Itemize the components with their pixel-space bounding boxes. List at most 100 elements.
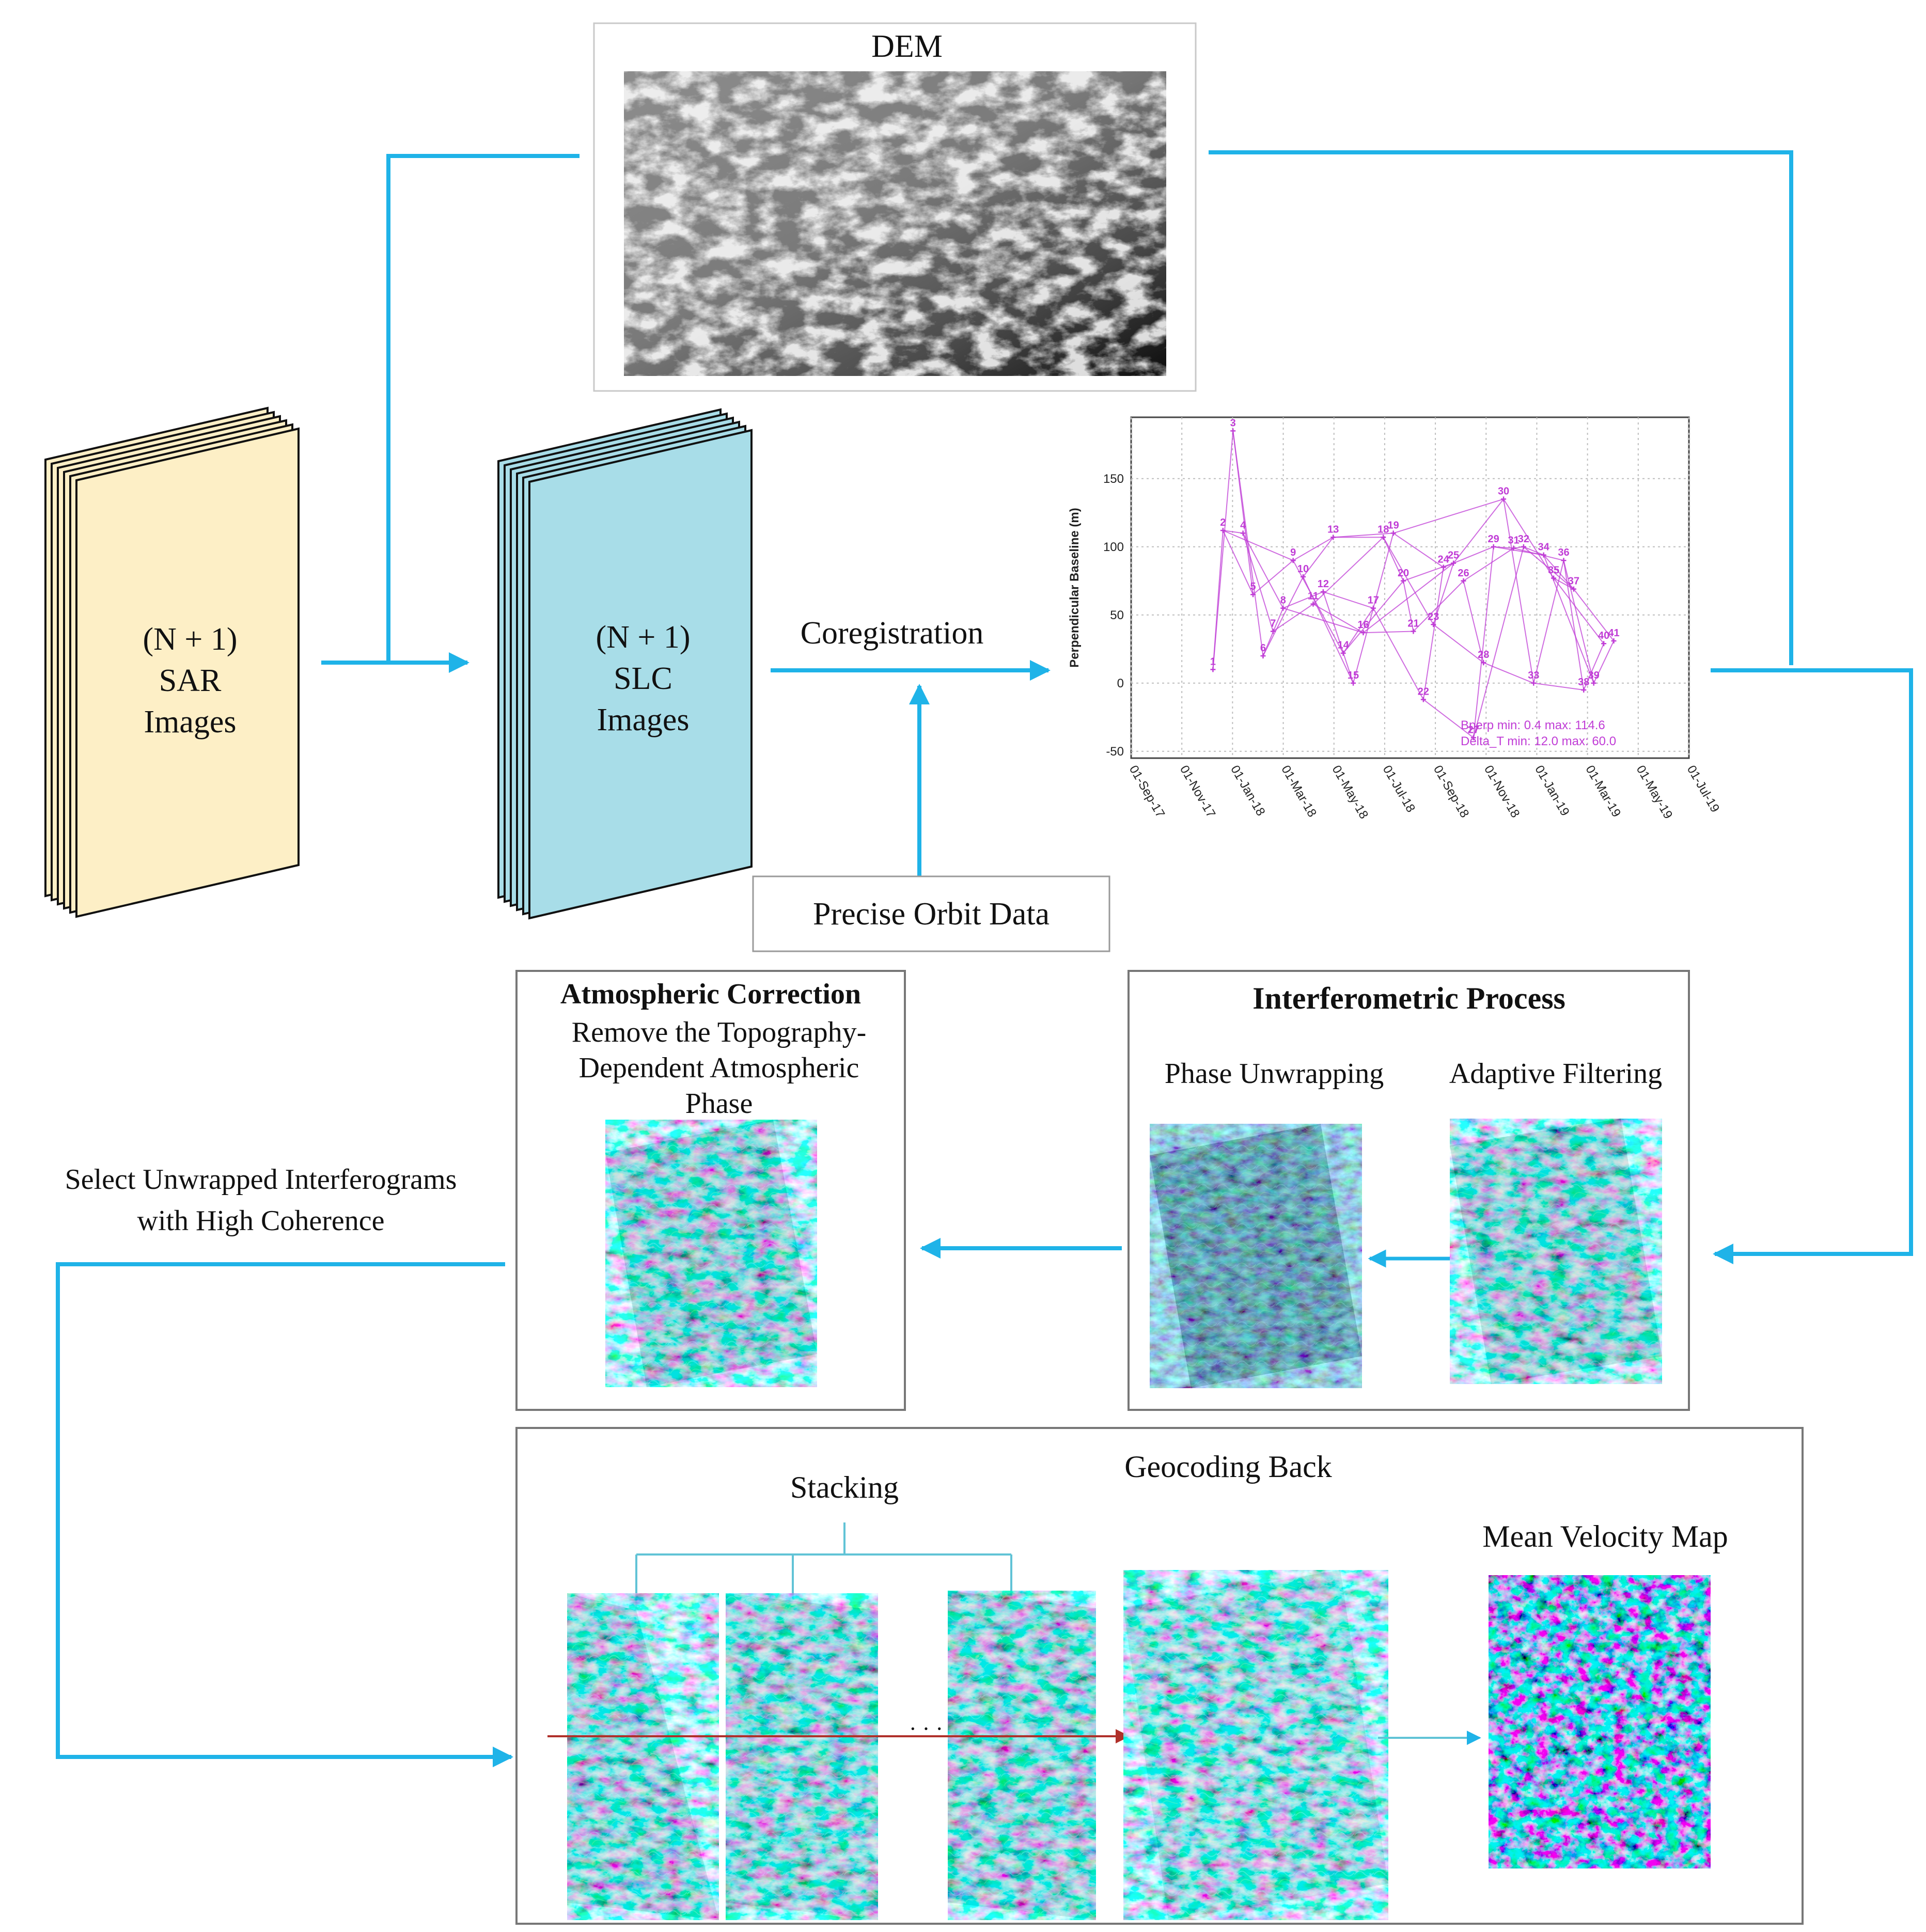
chart-point-label: 10 [1297, 563, 1309, 575]
sar-label-count: (N + 1) [143, 622, 237, 657]
chart-point-label: 24 [1438, 554, 1450, 565]
chart-baseline-edge [1322, 591, 1354, 684]
chart-acquisition-point [1611, 638, 1617, 643]
chart-y-tick-label: 150 [1103, 472, 1124, 486]
chart-baseline-edge [1433, 563, 1454, 625]
sar-images-stack: (N + 1) SAR Images [44, 406, 300, 918]
chart-baseline-edge [1282, 591, 1324, 609]
chart-baseline-edge [1563, 560, 1594, 684]
stacking-geocoding-panel: Geocoding Back Stacking · · · [515, 1427, 1804, 1925]
flow-arrows-top [321, 150, 1913, 1264]
chart-acquisition-point [1491, 544, 1496, 549]
chart-point-label: 6 [1260, 642, 1266, 654]
sar-label-images: Images [144, 704, 236, 740]
chart-baseline-edge [1303, 576, 1354, 684]
chart-point-label: 21 [1407, 618, 1419, 629]
chart-acquisition-point [1470, 735, 1476, 741]
chart-acquisition-point [1521, 544, 1526, 549]
chart-point-label: 15 [1348, 670, 1359, 681]
chart-x-tick-label: 01-Mar-19 [1583, 763, 1623, 820]
interferometric-title: Interferometric Process [1252, 981, 1565, 1015]
chart-acquisition-point [1511, 545, 1516, 551]
chart-x-tick-label: 01-May-18 [1329, 763, 1371, 822]
phase-unwrapped-interferogram [1150, 1124, 1362, 1388]
chart-annotation-bperp: Bperp min: 0.4 max: 114.6 [1461, 718, 1605, 732]
chart-point-label: 11 [1308, 591, 1319, 602]
chart-acquisition-point [1581, 687, 1587, 693]
chart-baseline-edge [1293, 537, 1334, 561]
chart-baseline-edge [1523, 546, 1544, 556]
chart-plot-area [1130, 416, 1690, 759]
atmospheric-correction-panel: Atmospheric Correction Remove the Topogr… [515, 970, 906, 1411]
chart-baseline-edge [1513, 547, 1564, 561]
chart-x-tick-label: 01-Mar-18 [1278, 763, 1319, 820]
chart-acquisition-point [1250, 592, 1256, 598]
stacked-interferogram-1 [567, 1593, 719, 1920]
chart-baseline-edge [1403, 580, 1414, 632]
chart-acquisition-point [1301, 574, 1306, 579]
chart-point-label: 34 [1538, 542, 1550, 553]
chart-acquisition-point [1591, 680, 1596, 686]
chart-baseline-edge [1372, 608, 1424, 700]
atmospheric-title: Atmospheric Correction [560, 978, 861, 1010]
chart-acquisition-point [1431, 622, 1436, 627]
chart-x-tick-label: 01-Jul-19 [1684, 763, 1722, 815]
chart-point-label: 2 [1220, 517, 1226, 528]
chart-x-tick-label: 01-May-19 [1634, 763, 1676, 822]
chart-baseline-edge [1493, 546, 1514, 549]
chart-point-label: 35 [1548, 565, 1559, 576]
chart-point-label: 41 [1608, 627, 1619, 639]
slc-front-sheet [528, 429, 753, 920]
chart-baseline-edge [1282, 607, 1364, 634]
adaptive-filtered-interferogram [1450, 1119, 1662, 1384]
chart-baseline-edge [1363, 631, 1414, 634]
chart-point-label: 20 [1398, 568, 1409, 579]
mean-velocity-map-label: Mean Velocity Map [1482, 1519, 1728, 1553]
orbit-data-box: Precise Orbit Data [752, 875, 1110, 952]
slc-label-type: SLC [614, 661, 672, 696]
chart-acquisition-point [1440, 564, 1446, 570]
chart-point-label: 18 [1377, 524, 1389, 535]
arrow-chart-to-interferometric [1711, 668, 1913, 1264]
chart-baseline-edge [1463, 580, 1484, 663]
chart-point-label: 39 [1588, 670, 1600, 681]
chart-point-label: 31 [1508, 535, 1519, 546]
chart-acquisition-point [1210, 667, 1216, 672]
chart-acquisition-point [1541, 552, 1546, 558]
chart-point-label: 5 [1250, 581, 1256, 592]
chart-x-tick-label: 01-Sep-18 [1431, 763, 1471, 821]
chart-point-label: 1 [1210, 656, 1216, 667]
chart-point-label: 3 [1230, 417, 1236, 429]
chart-baseline-edge [1252, 560, 1294, 595]
chart-x-tick-label: 01-Jul-18 [1380, 763, 1418, 815]
chart-point-label: 12 [1318, 578, 1329, 590]
chart-y-tick-label: 50 [1110, 608, 1124, 622]
chart-baseline-edge [1312, 537, 1384, 605]
atmospheric-corrected-interferogram [605, 1120, 817, 1387]
chart-baseline-edge [1383, 537, 1404, 582]
stacking-ellipsis: · · · [909, 1716, 943, 1741]
chart-baseline-edge [1363, 562, 1454, 633]
chart-acquisition-point [1351, 680, 1356, 686]
chart-acquisition-point [1360, 630, 1366, 636]
chart-acquisition-point [1240, 530, 1246, 536]
chart-y-tick-label: -50 [1106, 745, 1124, 759]
chart-baseline-edge [1323, 591, 1374, 609]
sar-label-type: SAR [159, 663, 222, 698]
chart-baseline-edge [1563, 560, 1585, 690]
chart-point-label: 14 [1338, 640, 1350, 651]
chart-baseline-edge [1232, 431, 1254, 595]
slc-label-count: (N + 1) [596, 620, 690, 655]
dem-image [624, 71, 1166, 376]
chart-acquisition-point [1451, 560, 1457, 566]
chart-acquisition-point [1381, 535, 1386, 540]
chart-baseline-edge [1342, 580, 1404, 654]
chart-point-label: 29 [1488, 533, 1499, 545]
chart-baseline-edge [1483, 662, 1534, 684]
chart-acquisition-point [1320, 589, 1326, 594]
chart-baseline-edge [1543, 555, 1594, 684]
chart-baseline-edge [1583, 643, 1605, 690]
chart-acquisition-point [1601, 641, 1607, 647]
